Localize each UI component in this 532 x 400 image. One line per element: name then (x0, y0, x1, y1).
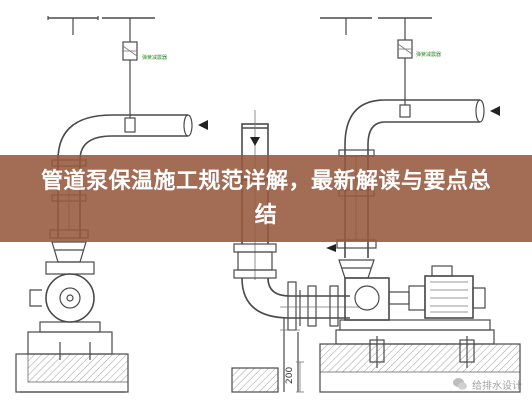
center-flange-fitting (233, 243, 277, 279)
right-foundation (319, 329, 521, 393)
left-support-label: 弹簧减震器 (142, 54, 167, 61)
watermark-text: 给排水设计 (472, 380, 522, 392)
right-reducer (338, 259, 375, 279)
center-elbow (241, 277, 291, 319)
dimension-200 (296, 361, 304, 393)
left-foundation (15, 331, 129, 393)
right-ceiling-hanger (320, 17, 432, 118)
dimension-label: 200 (285, 367, 295, 384)
wechat-icon (453, 378, 467, 390)
title-banner: 管道泵保温施工规范详解，最新解读与要点总结 (0, 155, 532, 242)
center-horizontal-line (280, 281, 360, 331)
right-riser-arrow (326, 244, 336, 252)
center-flow-arrow (250, 137, 260, 146)
right-support-label: 弹簧减震器 (416, 51, 441, 58)
left-pump (29, 261, 101, 333)
left-flow-arrow (198, 120, 208, 130)
left-pipe-elbow (57, 114, 193, 161)
left-reducer (51, 241, 87, 263)
right-pipe-elbow (344, 99, 485, 146)
watermark: 给排水设计 (452, 376, 522, 392)
right-pump-motor (339, 265, 491, 331)
right-flow-arrow (490, 106, 500, 116)
page-title: 管道泵保温施工规范详解，最新解读与要点总结 (40, 168, 491, 228)
center-drop-lines (231, 318, 300, 393)
left-ceiling-hanger (47, 16, 155, 133)
